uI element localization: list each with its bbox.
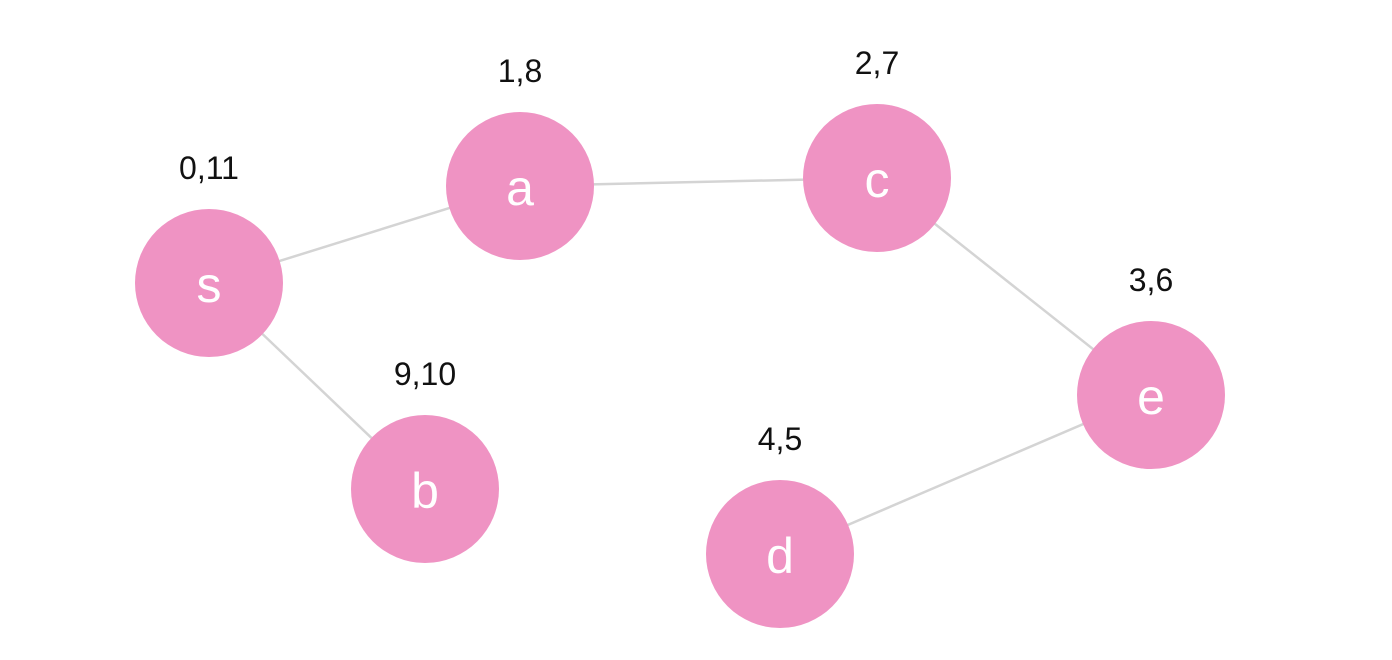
node-circle — [351, 415, 499, 563]
node-s: s 0,11 — [135, 150, 283, 357]
node-label: e — [1137, 369, 1165, 425]
node-label: s — [197, 257, 222, 313]
node-circle — [803, 104, 951, 252]
nodes-layer: s 0,11 a 1,8 c 2,7 e 3,6 d 4,5 b 9,10 — [135, 45, 1225, 628]
node-b: b 9,10 — [351, 356, 499, 563]
node-annotation: 4,5 — [758, 421, 802, 457]
node-annotation: 3,6 — [1129, 262, 1173, 298]
node-e: e 3,6 — [1077, 262, 1225, 469]
node-label: b — [411, 463, 439, 519]
node-circle — [706, 480, 854, 628]
node-circle — [135, 209, 283, 357]
node-d: d 4,5 — [706, 421, 854, 628]
node-annotation: 1,8 — [498, 53, 542, 89]
node-label: c — [865, 152, 890, 208]
node-label: d — [766, 528, 794, 584]
node-label: a — [506, 160, 534, 216]
node-annotation: 0,11 — [179, 150, 239, 186]
node-a: a 1,8 — [446, 53, 594, 260]
node-c: c 2,7 — [803, 45, 951, 252]
node-annotation: 9,10 — [394, 356, 456, 392]
node-circle — [446, 112, 594, 260]
edges-layer — [208, 176, 1152, 556]
node-annotation: 2,7 — [855, 45, 899, 81]
node-circle — [1077, 321, 1225, 469]
